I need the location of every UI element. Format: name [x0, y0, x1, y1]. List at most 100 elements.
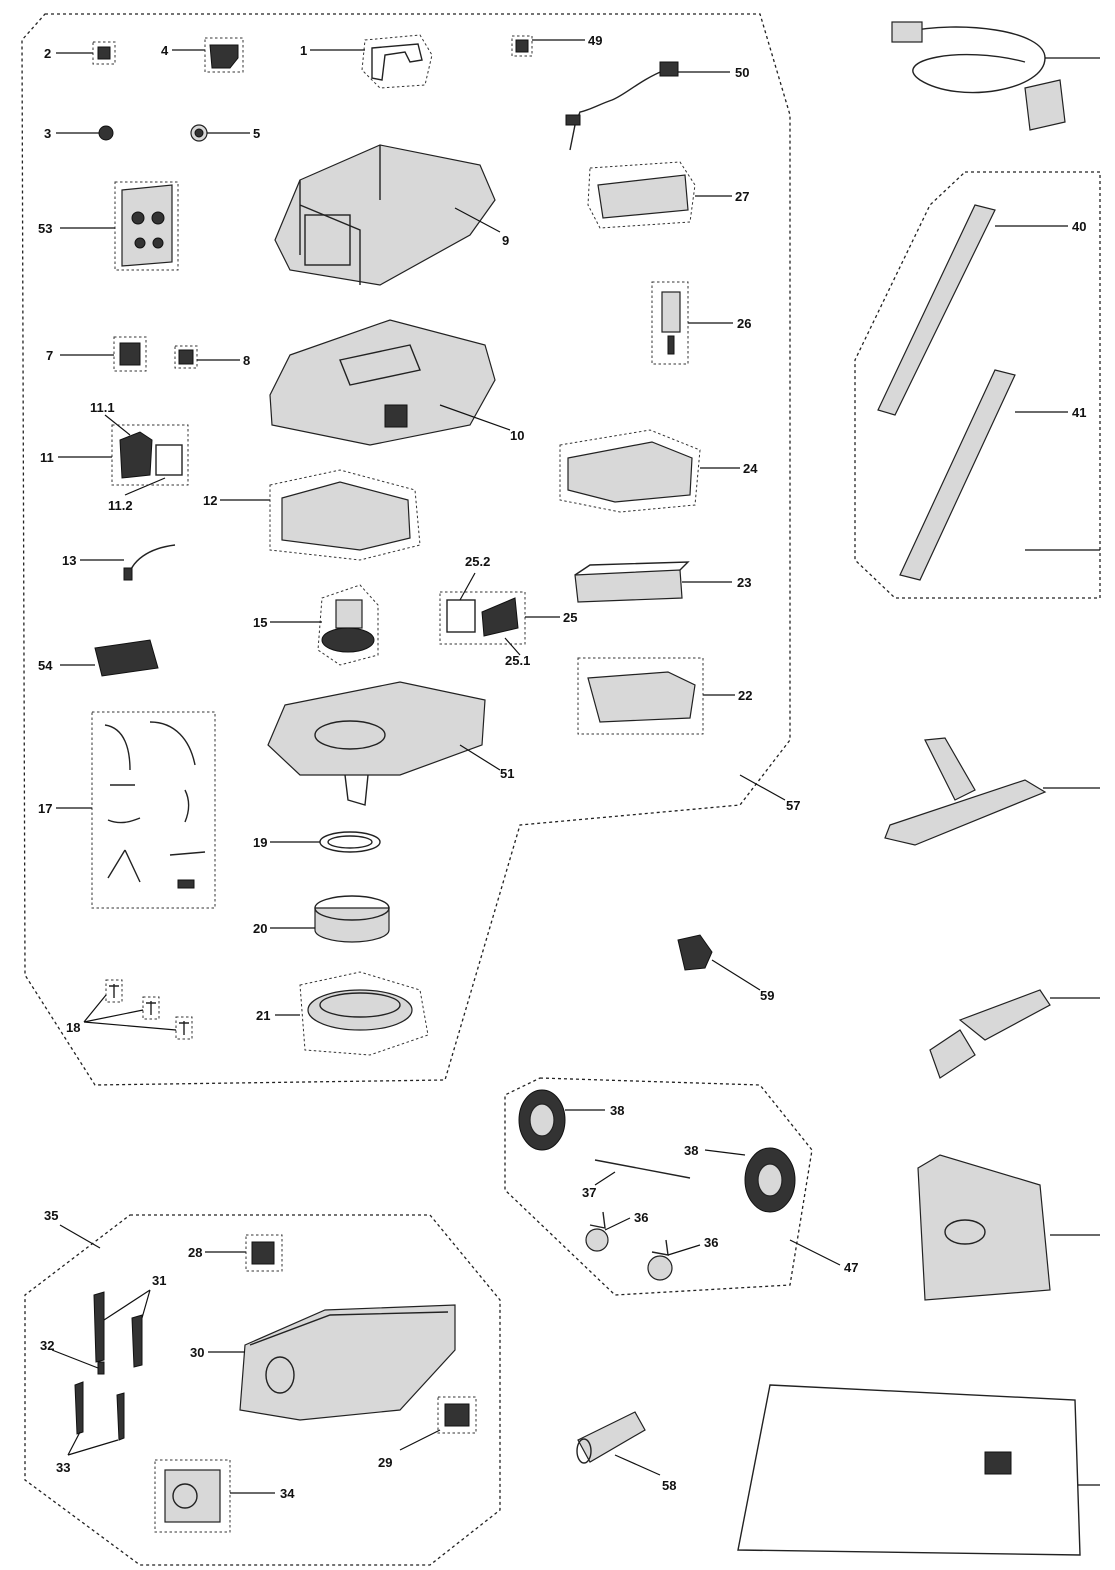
label-37: 37: [582, 1185, 596, 1200]
label-57: 57: [786, 798, 800, 813]
part-9-top-housing: [274, 144, 496, 286]
label-7: 7: [46, 348, 53, 363]
part-5-knob: [190, 124, 208, 142]
part-15-motor: [317, 584, 379, 666]
part-17-wire-set: [91, 711, 216, 909]
label-40: 40: [1072, 219, 1086, 234]
part-40-extension-tube: [877, 204, 996, 416]
label-9: 9: [502, 233, 509, 248]
part-3-knob: [98, 125, 114, 141]
part-51-base: [267, 681, 486, 806]
part-12-duct: [269, 469, 421, 561]
label-25: 25: [563, 610, 577, 625]
part-7-switch: [113, 336, 147, 372]
label-30: 30: [190, 1345, 204, 1360]
label-53: 53: [38, 221, 52, 236]
label-17: 17: [38, 801, 52, 816]
label-49: 49: [588, 33, 602, 48]
label-54: 54: [38, 658, 53, 673]
part-29-latch: [437, 1396, 477, 1434]
part-31-clip: [93, 1291, 143, 1368]
part-13-wire: [123, 544, 176, 581]
label-35: 35: [44, 1208, 58, 1223]
label-59: 59: [760, 988, 774, 1003]
part-58-adapter: [576, 1411, 646, 1464]
label-33: 33: [56, 1460, 70, 1475]
label-28: 28: [188, 1245, 202, 1260]
label-31: 31: [152, 1273, 166, 1288]
part-49-clip: [511, 35, 533, 57]
part-4-latch: [204, 37, 244, 73]
part-53-control-panel: [114, 181, 179, 271]
part-hose: [891, 21, 1066, 131]
part-dust-bag: [917, 1154, 1051, 1301]
part-hose-handle: [929, 989, 1051, 1079]
part-8-switch: [174, 345, 198, 369]
part-22-tray: [577, 657, 704, 735]
part-25-filter-assembly: [439, 591, 526, 645]
label-10: 10: [510, 428, 524, 443]
part-23-filter: [574, 561, 690, 603]
part-28-latch: [245, 1234, 283, 1272]
part-floor-nozzle: [884, 737, 1047, 846]
part-2-clip: [92, 41, 116, 65]
label-38-right: 38: [684, 1143, 698, 1158]
label-41: 41: [1072, 405, 1086, 420]
assembly-47-outline: [504, 1077, 813, 1296]
part-36-caster: [647, 1239, 673, 1281]
label-11-2: 11.2: [108, 498, 133, 513]
leader-lines: [51, 39, 1100, 1494]
part-1-handle: [361, 34, 433, 89]
label-15: 15: [253, 615, 267, 630]
label-38-top: 38: [610, 1103, 624, 1118]
label-50: 50: [735, 65, 749, 80]
part-20-filter-ring: [314, 895, 390, 943]
label-25-2: 25.2: [465, 554, 490, 569]
label-11: 11: [40, 450, 54, 465]
part-32-screw: [97, 1361, 105, 1375]
label-58: 58: [662, 1478, 676, 1493]
tube-group-outline: [854, 171, 1101, 599]
part-34-cover: [154, 1459, 231, 1533]
part-24-frame: [559, 429, 701, 513]
label-3: 3: [44, 126, 51, 141]
label-2: 2: [44, 46, 51, 61]
part-50-cable: [565, 61, 679, 151]
label-29: 29: [378, 1455, 392, 1470]
label-19: 19: [253, 835, 267, 850]
label-21: 21: [256, 1008, 270, 1023]
label-32: 32: [40, 1338, 54, 1353]
part-59-battery-adapter: [677, 934, 713, 971]
part-26-hinge: [651, 281, 689, 365]
part-38-wheel: [518, 1089, 566, 1151]
label-1: 1: [300, 43, 307, 58]
part-54-circuit-board: [94, 639, 159, 677]
label-22: 22: [738, 688, 752, 703]
part-labels: 2 4 1 49 50 3 5 9 53 27 26 7 8 10 11 11.…: [38, 33, 1086, 1501]
part-19-seal-ring: [319, 831, 381, 853]
label-4: 4: [161, 43, 169, 58]
part-33-clip: [74, 1381, 125, 1441]
label-8: 8: [243, 353, 250, 368]
label-51: 51: [500, 766, 514, 781]
part-filter-sheet: [737, 1384, 1081, 1556]
label-20: 20: [253, 921, 267, 936]
label-18: 18: [66, 1020, 80, 1035]
part-10-housing: [269, 319, 496, 446]
part-18-screws: [105, 979, 193, 1040]
label-34: 34: [280, 1486, 295, 1501]
part-11-filter-assembly: [111, 424, 189, 486]
part-30-tank: [239, 1304, 456, 1421]
label-47: 47: [844, 1260, 858, 1275]
label-11-1: 11.1: [90, 400, 115, 415]
label-24: 24: [743, 461, 758, 476]
part-41-extension-tube: [899, 369, 1016, 581]
label-25-1: 25.1: [505, 653, 530, 668]
label-27: 27: [735, 189, 749, 204]
label-13: 13: [62, 553, 76, 568]
part-21-drum-ring: [299, 971, 429, 1056]
part-38-wheel: [744, 1147, 796, 1213]
part-27-bracket: [587, 161, 696, 229]
label-36-right: 36: [704, 1235, 718, 1250]
